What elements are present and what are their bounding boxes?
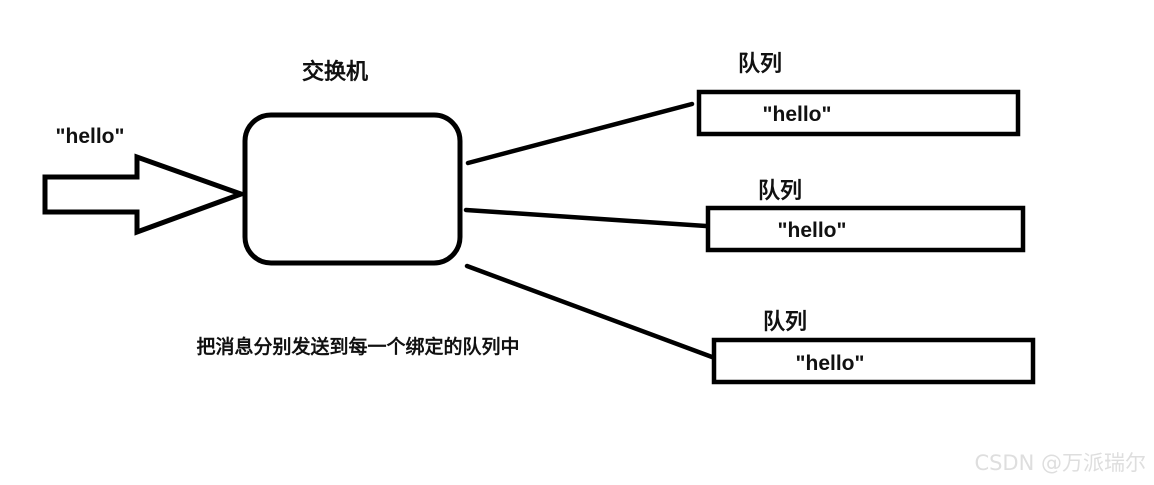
diagram-caption: 把消息分别发送到每一个绑定的队列中 [196, 335, 519, 358]
exchange-label: 交换机 [302, 59, 368, 84]
queue-message-1: "hello" [763, 103, 832, 126]
queue-message-2: "hello" [778, 219, 847, 242]
connector-exchange-to-queue-1 [465, 101, 695, 166]
queue-box-2[interactable] [705, 205, 1026, 253]
connector-exchange-to-queue-3 [464, 263, 715, 360]
exchange-box[interactable] [242, 112, 463, 266]
watermark-text: CSDN @万派瑞尔 [974, 451, 1146, 475]
incoming-arrow-icon [42, 153, 249, 236]
connector-exchange-to-queue-2 [463, 207, 709, 229]
queue-message-3: "hello" [796, 352, 865, 375]
queue-label-1: 队列 [738, 51, 782, 76]
queue-box-3[interactable] [711, 337, 1036, 385]
queue-box-1[interactable] [696, 89, 1021, 137]
queue-label-3: 队列 [763, 309, 807, 334]
queue-label-2: 队列 [758, 178, 802, 203]
incoming-message-label: "hello" [56, 125, 125, 148]
